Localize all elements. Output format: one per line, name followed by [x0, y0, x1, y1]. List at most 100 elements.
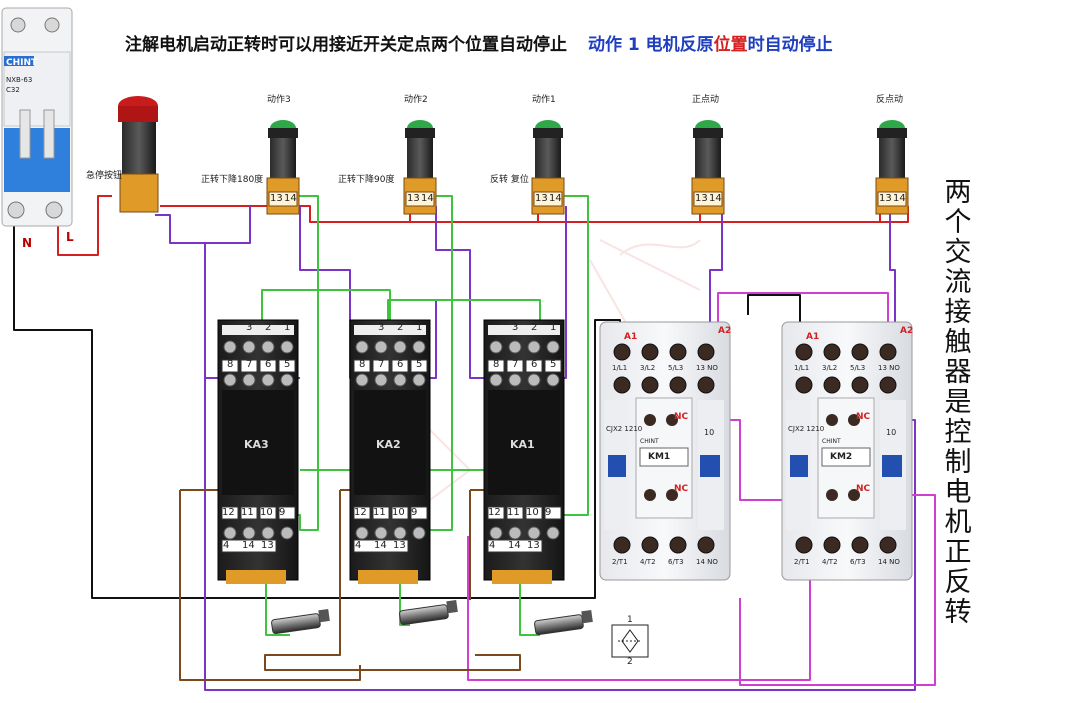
breaker-brand: CHINT — [6, 58, 38, 68]
circuit-breaker — [1, 7, 73, 227]
relay-terminal-label: 7 — [512, 359, 519, 370]
relay-terminal-label: 3 — [246, 322, 253, 333]
button-terminal-label: 14 — [549, 193, 562, 204]
contactors — [599, 321, 913, 581]
relay-terminal-label: 1 — [416, 322, 423, 333]
side-vertical-text: 两个交流接触器是控制电机正反转 — [938, 178, 978, 628]
side-text-char: 制 — [944, 447, 972, 478]
contactor-terminal-label: 2/T1 — [794, 558, 810, 566]
relay-terminal-label: 13 — [393, 540, 406, 551]
contactor-nc-label: NC — [856, 484, 871, 494]
relay-terminal-label: 3 — [512, 322, 519, 333]
side-text-char: 器 — [944, 357, 972, 388]
button-side-label: 正转下降90度 — [338, 175, 395, 185]
relay-terminal-label: 10 — [260, 507, 273, 518]
contactor-a1-label: A1 — [624, 332, 638, 342]
contactor-name: KM1 — [648, 452, 671, 462]
side-text-char: 个 — [944, 207, 972, 238]
relay-terminal-label: 2 — [265, 322, 272, 333]
button-terminal-label: 14 — [709, 193, 722, 204]
proximity-sensor — [271, 609, 330, 635]
push-button — [266, 120, 300, 215]
button-terminal-label: 13 — [407, 193, 420, 204]
side-text-char: 接 — [944, 297, 972, 328]
relay-terminal-label: 14 — [508, 540, 521, 551]
button-side-label: 反转 复位 — [490, 175, 529, 185]
relay-terminal-label: 7 — [378, 359, 385, 370]
title-action-1: 动作 1 电机反原位置时自动停止 — [588, 30, 833, 55]
side-text-char: 两 — [944, 177, 972, 208]
title-action-part-c: 时自动停止 — [747, 35, 833, 55]
relay-terminal-label: 5 — [284, 359, 291, 370]
button-terminal-label: 13 — [879, 193, 892, 204]
diagram-title: 注解电机启动正转时可以用接近开关定点两个位置自动停止 — [125, 35, 567, 55]
proximity-sensor — [534, 610, 593, 636]
push-button — [403, 120, 437, 215]
side-text-char: 控 — [944, 417, 972, 448]
side-text-char: 交 — [944, 237, 972, 268]
proximity-sensor — [399, 600, 458, 626]
side-text-char: 触 — [944, 327, 972, 358]
contactor-terminal-label: 13 NO — [878, 364, 900, 372]
contactor-terminal-label: 6/T3 — [850, 558, 866, 566]
breaker-model: NXB-63 — [6, 76, 33, 84]
button-top-label: 正点动 — [692, 95, 720, 105]
button-terminal-label: 14 — [893, 193, 906, 204]
relays — [217, 319, 565, 584]
relay-terminal-label: 8 — [359, 359, 366, 370]
side-text-char: 正 — [944, 537, 972, 568]
relay-terminal-label: 10 — [526, 507, 539, 518]
contactor-km2 — [781, 321, 913, 581]
contactor-terminal-label: 4/T2 — [640, 558, 656, 566]
relay-terminal-label: 6 — [265, 359, 272, 370]
relay-terminal-label: 2 — [397, 322, 404, 333]
relay-terminal-label: 3 — [378, 322, 385, 333]
terminal-l-label: L — [66, 230, 74, 244]
relay-terminal-label: 14 — [242, 540, 255, 551]
contactor-aux-label: 10 — [704, 428, 715, 437]
title-action-part-b: 位置 — [713, 35, 748, 55]
contactor-terminal-label: 5/L3 — [850, 364, 866, 372]
relay-terminal-label: 8 — [493, 359, 500, 370]
button-top-label: 反点动 — [876, 95, 904, 105]
contactor-a1-label: A1 — [806, 332, 820, 342]
relay-terminal-label: 13 — [527, 540, 540, 551]
terminal-n-label: N — [22, 236, 33, 250]
side-text-char: 机 — [944, 507, 972, 538]
proximity-sensors — [271, 600, 593, 636]
relay-terminal-label: 4 — [355, 540, 362, 551]
push-button — [531, 120, 565, 215]
relay-terminal-label: 11 — [507, 507, 520, 518]
contactor-nc-label: NC — [674, 412, 689, 422]
relay-name: KA3 — [244, 438, 269, 451]
estop-button — [118, 96, 159, 213]
side-text-char: 转 — [944, 597, 972, 628]
watermark — [429, 239, 701, 501]
wire-red-l — [57, 195, 112, 256]
relay-terminal-label: 2 — [531, 322, 538, 333]
wire-black-n — [13, 222, 621, 599]
relay-terminal-label: 13 — [261, 540, 274, 551]
contactor-a2-label: A2 — [900, 326, 914, 336]
relay-terminal-label: 5 — [416, 359, 423, 370]
relay-terminal-label: 9 — [545, 507, 552, 518]
button-terminal-label: 13 — [535, 193, 548, 204]
relay-terminal-label: 4 — [489, 540, 496, 551]
contactor-a2-label: A2 — [718, 326, 732, 336]
contactor-terminal-label: 2/T1 — [612, 558, 628, 566]
sensor-pin-label: 2 — [627, 657, 633, 667]
contactor-nc-label: NC — [674, 484, 689, 494]
relay-ka3 — [217, 319, 299, 584]
contactor-terminal-label: 4/T2 — [822, 558, 838, 566]
push-buttons — [266, 120, 909, 215]
contactor-terminal-label: 14 NO — [696, 558, 718, 566]
contactor-model: CJX2 1210 — [606, 425, 643, 433]
relay-name: KA1 — [510, 438, 535, 451]
relay-terminal-label: 14 — [374, 540, 387, 551]
side-text-char: 流 — [944, 267, 972, 298]
relay-ka2 — [349, 319, 431, 584]
contactor-name: KM2 — [830, 452, 853, 462]
relay-terminal-label: 4 — [223, 540, 230, 551]
relay-name: KA2 — [376, 438, 401, 451]
